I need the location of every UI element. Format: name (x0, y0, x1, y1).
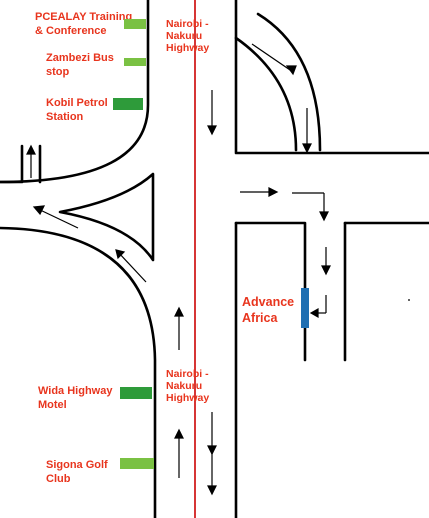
label-zambezi-line1: Zambezi Bus (46, 52, 114, 64)
label-kobil-line1: Kobil Petrol (46, 97, 108, 109)
label-sigona-line1: Sigona Golf (46, 459, 108, 471)
label-wida: Wida Highway Motel (38, 384, 112, 412)
arrow-up-lower-highway-b (174, 428, 184, 478)
slip-road-inner (256, 12, 322, 152)
label-pcealay-line2: & Conference (35, 25, 107, 37)
sigona-swatch (120, 458, 154, 469)
highway-label-top-line2: Nakuru (166, 30, 203, 42)
label-kobil-line2: Station (46, 111, 84, 123)
label-advance-africa-line2: Africa (242, 311, 278, 325)
highway-east-edge-upper (234, 0, 429, 155)
wida-swatch (120, 387, 152, 399)
label-wida-line2: Motel (38, 399, 67, 411)
pcealay-swatch (124, 19, 146, 29)
highway-label-bottom: Nairobi - Nakuru Highway (166, 368, 209, 404)
slip-road-outer (234, 36, 298, 152)
highway-label-bottom-line1: Nairobi - (166, 368, 209, 380)
arrow-junction-right (240, 187, 279, 197)
arrow-down-lower-highway-b (207, 452, 217, 496)
label-advance-africa: Advance Africa (242, 294, 294, 326)
highway-west-edge-lower (0, 226, 157, 518)
kobil-swatch (113, 98, 143, 110)
highway-label-bottom-line3: Highway (166, 392, 210, 404)
label-wida-line1: Wida Highway (38, 385, 113, 397)
label-kobil: Kobil Petrol Station (46, 96, 108, 124)
map-dot (408, 299, 410, 301)
label-sigona: Sigona Golf Club (46, 458, 108, 486)
advance-africa-marker (301, 288, 309, 328)
arrow-junction-upleft (115, 249, 147, 283)
highway-label-top-line3: Highway (166, 42, 210, 54)
traffic-island (58, 172, 155, 262)
arrow-to-destination (309, 295, 327, 319)
arrow-left-stub-up (26, 144, 36, 178)
arrow-down-lower-highway-a (207, 412, 217, 456)
arrow-side-road-down (321, 247, 331, 276)
left-stub-road (0, 144, 24, 184)
label-pcealay-line1: PCEALAY Training (35, 11, 133, 23)
label-advance-africa-line1: Advance (242, 295, 295, 309)
label-zambezi-line2: stop (46, 66, 70, 78)
highway-label-top: Nairobi - Nakuru Highway (166, 18, 209, 54)
label-zambezi: Zambezi Bus stop (46, 51, 114, 79)
highway-label-top-line1: Nairobi - (166, 18, 209, 30)
arrow-slip-road-inner (302, 108, 312, 154)
label-sigona-line2: Club (46, 473, 71, 485)
arrow-turn-down (292, 192, 329, 222)
label-pcealay: PCEALAY Training & Conference (35, 10, 132, 38)
arrow-slip-road-outer (251, 43, 297, 76)
zambezi-swatch (124, 58, 146, 66)
side-road-west-edge (234, 221, 307, 362)
arrow-up-lower-highway-a (174, 306, 184, 350)
highway-west-edge-upper (0, 0, 150, 184)
arrow-junction-left (32, 205, 79, 229)
arrow-down-top-highway (207, 90, 217, 136)
highway-label-bottom-line2: Nakuru (166, 380, 203, 392)
